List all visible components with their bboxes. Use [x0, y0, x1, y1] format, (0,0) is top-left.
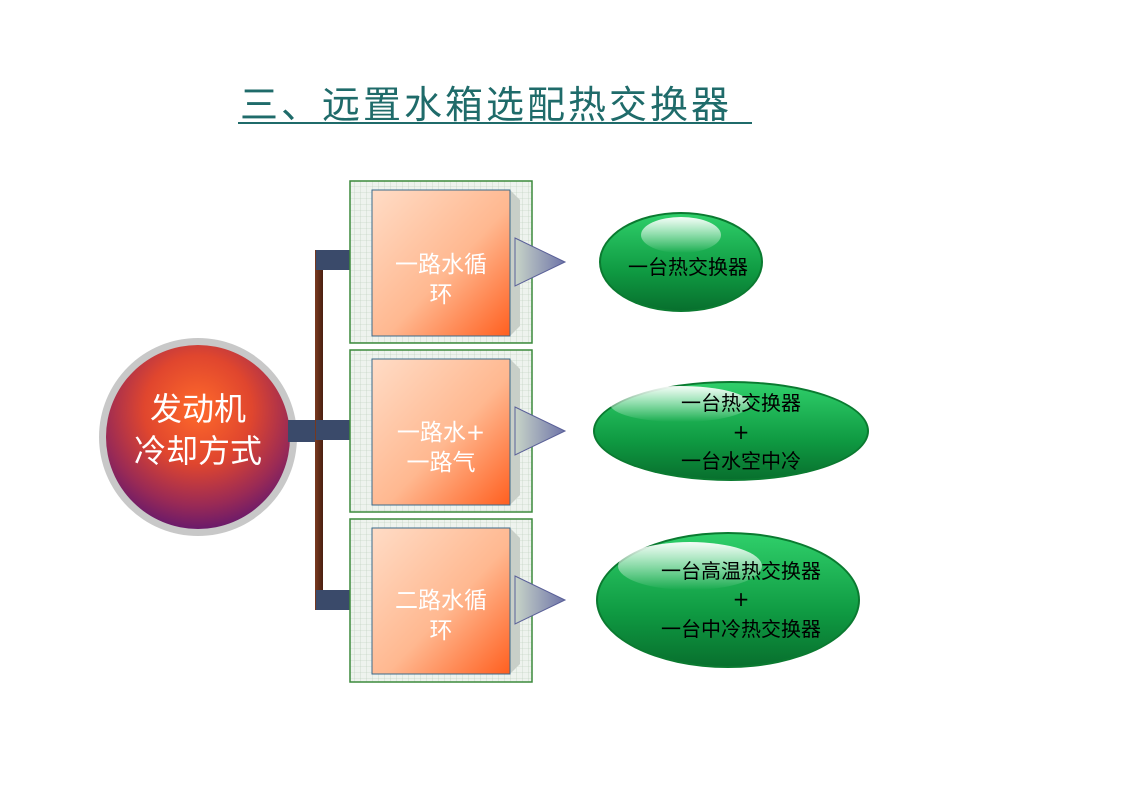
center-label-line1: 发动机 — [150, 390, 246, 428]
ellipse-highlight — [618, 542, 762, 590]
branch-box — [371, 189, 511, 337]
ellipse-highlight — [610, 386, 750, 422]
center-connector — [288, 420, 320, 442]
center-label-line2: 冷却方式 — [134, 432, 262, 470]
branch-label-line2: 环 — [430, 282, 453, 308]
result-line-2: 一台水空中冷 — [681, 449, 801, 473]
ellipse-highlight — [641, 217, 721, 253]
branch-2: 一路水+ 一路气 一台热交换器 + 一台水空中冷 — [349, 349, 869, 513]
result-plus: + — [733, 420, 750, 444]
branch-box — [371, 527, 511, 675]
arrow-right-icon — [514, 237, 567, 287]
engine-cooling-node: 发动机 冷却方式 — [99, 338, 297, 536]
branch-label-line2: 环 — [430, 618, 453, 644]
result-line: 一台热交换器 — [628, 255, 748, 279]
result-line-1: 一台高温热交换器 — [661, 559, 821, 583]
branch-3: 二路水循 环 一台高温热交换器 + 一台中冷热交换器 — [349, 518, 860, 683]
branch-label-line1: 二路水循 — [395, 588, 487, 614]
branch-1: 一路水循 环 一台热交换器 — [349, 180, 763, 344]
title-underline — [238, 122, 752, 124]
page-title: 三、远置水箱选配热交换器 — [240, 83, 733, 127]
result-line-1: 一台热交换器 — [681, 391, 801, 415]
branch-label-line2: 一路气 — [407, 450, 476, 476]
branch-box — [371, 358, 511, 506]
arrow-right-icon — [514, 575, 567, 625]
branch-label-line1: 一路水循 — [395, 252, 487, 278]
result-ellipse — [601, 214, 761, 310]
result-line-2: 一台中冷热交换器 — [661, 617, 821, 641]
arrow-right-icon — [514, 406, 567, 456]
result-plus: + — [733, 587, 750, 611]
branch-label-line1: 一路水+ — [397, 420, 485, 446]
